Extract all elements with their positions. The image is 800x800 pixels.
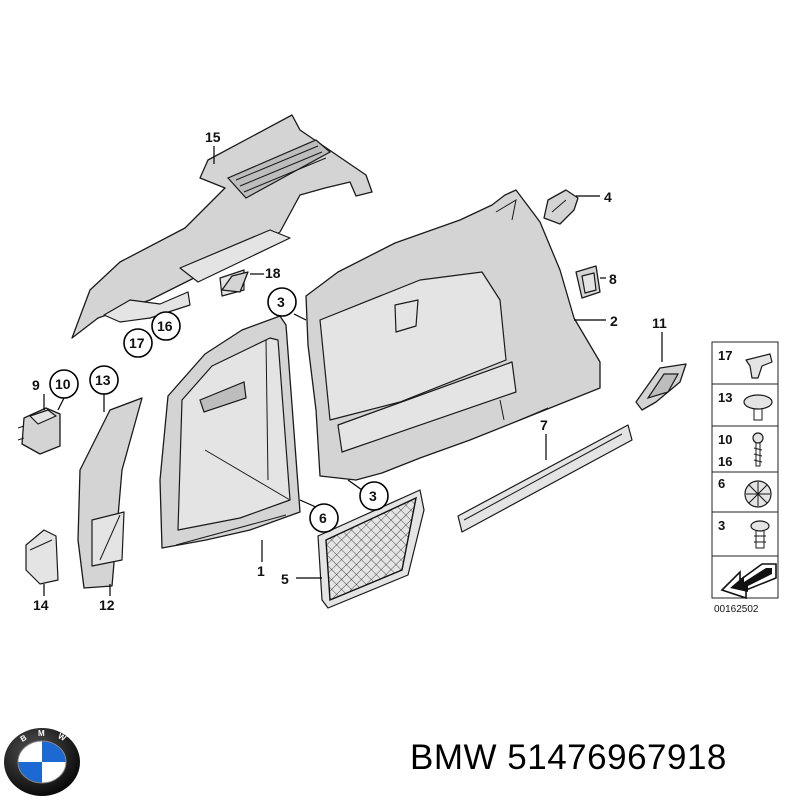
part-5-cargo-net	[317, 489, 425, 609]
callout-13: 13	[95, 372, 111, 388]
callout-3-bottom: 3	[369, 488, 377, 504]
brand-name: BMW	[410, 738, 498, 777]
callout-8: 8	[609, 271, 617, 287]
leader-lines	[43, 146, 663, 596]
callout-12: 12	[99, 597, 115, 613]
part-7-strip	[457, 424, 633, 533]
callout-16: 16	[157, 318, 173, 334]
callout-9: 9	[32, 377, 40, 393]
part-11-lamp	[635, 363, 687, 411]
callout-11: 11	[652, 315, 667, 331]
svg-text:W: W	[56, 731, 67, 743]
callout-14: 14	[33, 597, 49, 613]
callout-2: 2	[610, 313, 618, 329]
svg-text:B: B	[19, 733, 29, 744]
legend-13: 13	[718, 390, 732, 405]
part-8-handle	[575, 265, 601, 299]
callout-labels: 15 4 8 2 18 11 7 1 5 9 12 14	[32, 129, 667, 613]
bmw-logo: B M W	[4, 728, 80, 796]
svg-text:M: M	[38, 729, 45, 738]
part-12-pillar-trim	[77, 397, 143, 589]
legend-10: 10	[718, 432, 732, 447]
part-2-side-panel	[305, 189, 601, 481]
legend-6: 6	[718, 476, 725, 491]
clip-17-icon	[745, 353, 773, 379]
callout-3-top: 3	[277, 294, 285, 310]
part-18-clip	[221, 271, 249, 293]
fastener-legend: 17 13 10 16 6 3 00162502	[711, 341, 779, 615]
callout-10: 10	[55, 376, 71, 392]
callout-1: 1	[257, 563, 265, 579]
callout-18: 18	[265, 265, 281, 281]
callout-7: 7	[540, 417, 548, 433]
reference-code: 00162502	[714, 604, 759, 615]
legend-17: 17	[718, 348, 732, 363]
callout-6: 6	[319, 510, 327, 526]
clip-13-icon	[743, 394, 773, 410]
legend-16: 16	[718, 454, 732, 469]
screw-icon	[752, 432, 764, 444]
callout-4: 4	[604, 189, 612, 205]
part-1-lower-trim	[159, 315, 301, 549]
part-9-socket	[17, 407, 61, 455]
legend-3: 3	[718, 518, 725, 533]
part-4-cap	[543, 189, 579, 225]
part-number: 51476967918	[507, 738, 727, 777]
callout-17: 17	[129, 335, 145, 351]
part-caption: BMW 51476967918	[410, 738, 727, 778]
callout-5: 5	[281, 571, 289, 587]
part-15-upper-trim	[71, 114, 373, 339]
clip-3-icon	[750, 520, 770, 532]
callout-15: 15	[205, 129, 221, 145]
part-14-clip-cover	[25, 529, 59, 585]
circled-callouts: 3 16 17 10 13 3 6	[49, 287, 389, 533]
